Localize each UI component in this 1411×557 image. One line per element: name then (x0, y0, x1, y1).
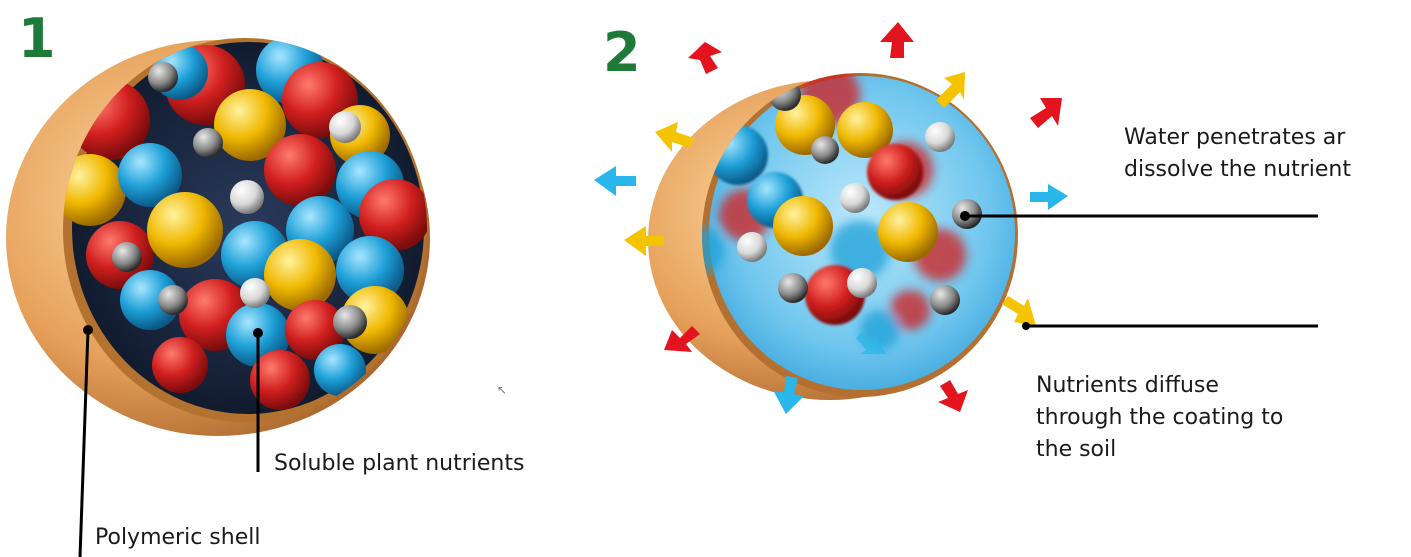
leader-dots (83, 211, 1030, 338)
leader-polymeric-shell (78, 329, 90, 557)
label-water-penetrates: Water penetrates ar dissolve the nutrien… (1124, 125, 1351, 182)
leader-lines (78, 214, 1318, 557)
granule-2-illustration (594, 22, 1068, 414)
granule-1-illustration (6, 38, 430, 436)
step-number-1: 1 (18, 7, 56, 70)
label-soluble-plant-nutrients: Soluble plant nutrients (274, 451, 525, 476)
step-number-2: 2 (603, 21, 641, 84)
diffusion-arrow-icon (594, 22, 1068, 414)
label-polymeric-shell: Polymeric shell (95, 525, 261, 550)
mouse-cursor-icon: ↖ (497, 383, 508, 397)
label-nutrients-diffuse: Nutrients diffuse through the coating to… (1036, 373, 1284, 462)
